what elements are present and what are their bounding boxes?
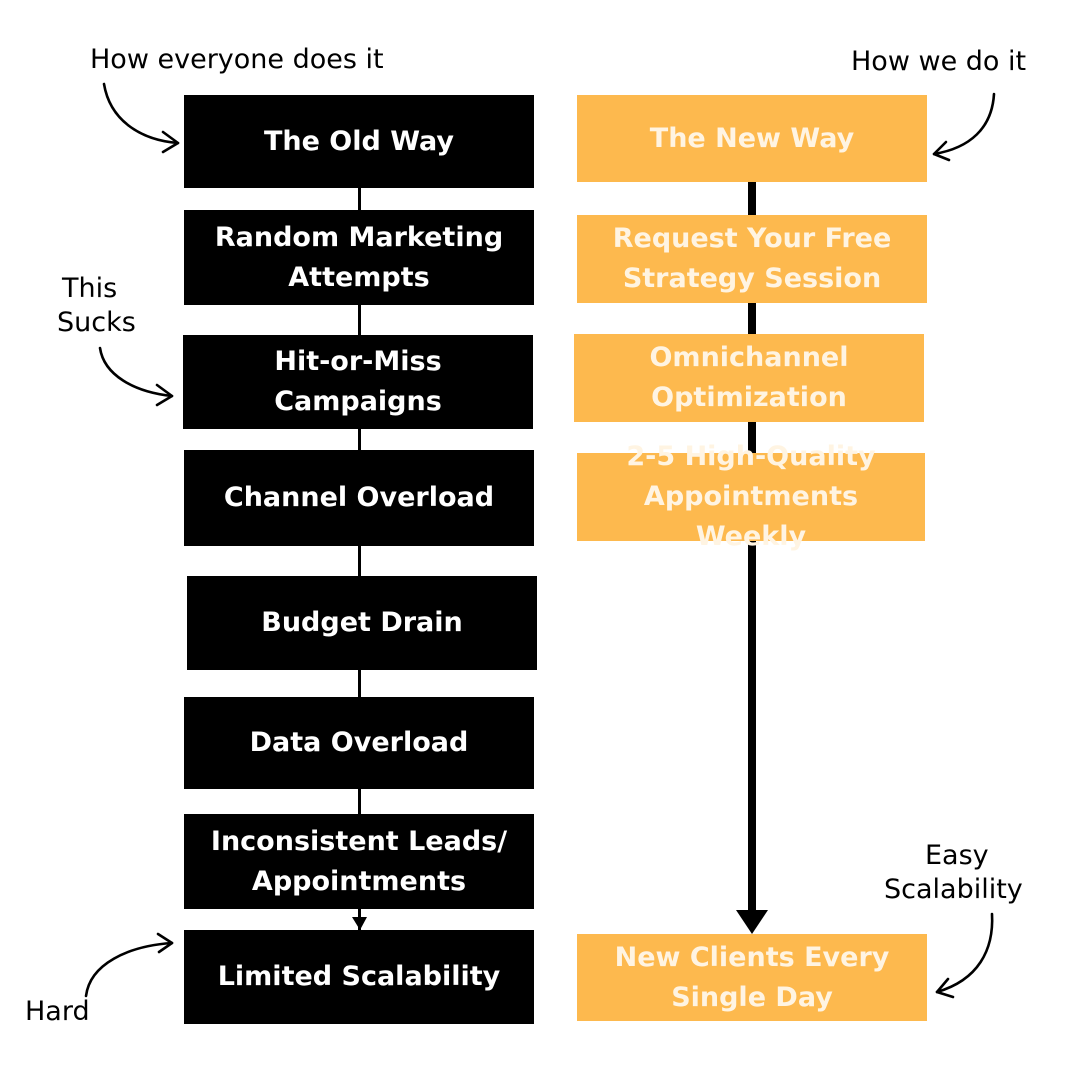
arrow-down-icon [736,910,768,934]
annotation-hard: Hard [25,996,90,1027]
new-way-title: The New Way [577,95,927,182]
curved-arrow-icon [932,92,996,162]
annotation-this: This [62,273,118,304]
annotation-scalability: Scalability [884,874,1023,905]
old-step-limited-scalability: Limited Scalability [184,930,534,1024]
annotation-easy: Easy [925,840,989,871]
old-connector [358,186,361,931]
curved-arrow-icon [935,912,994,999]
old-step-data-overload: Data Overload [184,697,534,789]
new-step-omnichannel: Omnichannel Optimization [574,334,924,422]
curved-arrow-icon [84,932,174,998]
old-step-inconsistent-leads: Inconsistent Leads/ Appointments [184,814,534,909]
curved-arrow-icon [102,82,180,154]
old-step-channel-overload: Channel Overload [184,450,534,546]
curved-arrow-icon [98,346,174,407]
old-step-hit-or-miss: Hit-or-Miss Campaigns [183,335,533,429]
new-connector [748,182,756,910]
annotation-how-everyone: How everyone does it [90,44,384,75]
new-step-strategy-session: Request Your Free Strategy Session [577,215,927,303]
old-step-random-marketing: Random Marketing Attempts [184,210,534,305]
new-step-appointments: 2-5 High-Quality Appointments Weekly [577,441,925,552]
new-step-new-clients: New Clients Every Single Day [577,934,927,1021]
old-way-title: The Old Way [184,95,534,188]
old-step-budget-drain: Budget Drain [187,576,537,670]
annotation-sucks: Sucks [57,307,136,338]
arrow-down-icon [352,917,367,930]
annotation-how-we: How we do it [851,46,1027,77]
